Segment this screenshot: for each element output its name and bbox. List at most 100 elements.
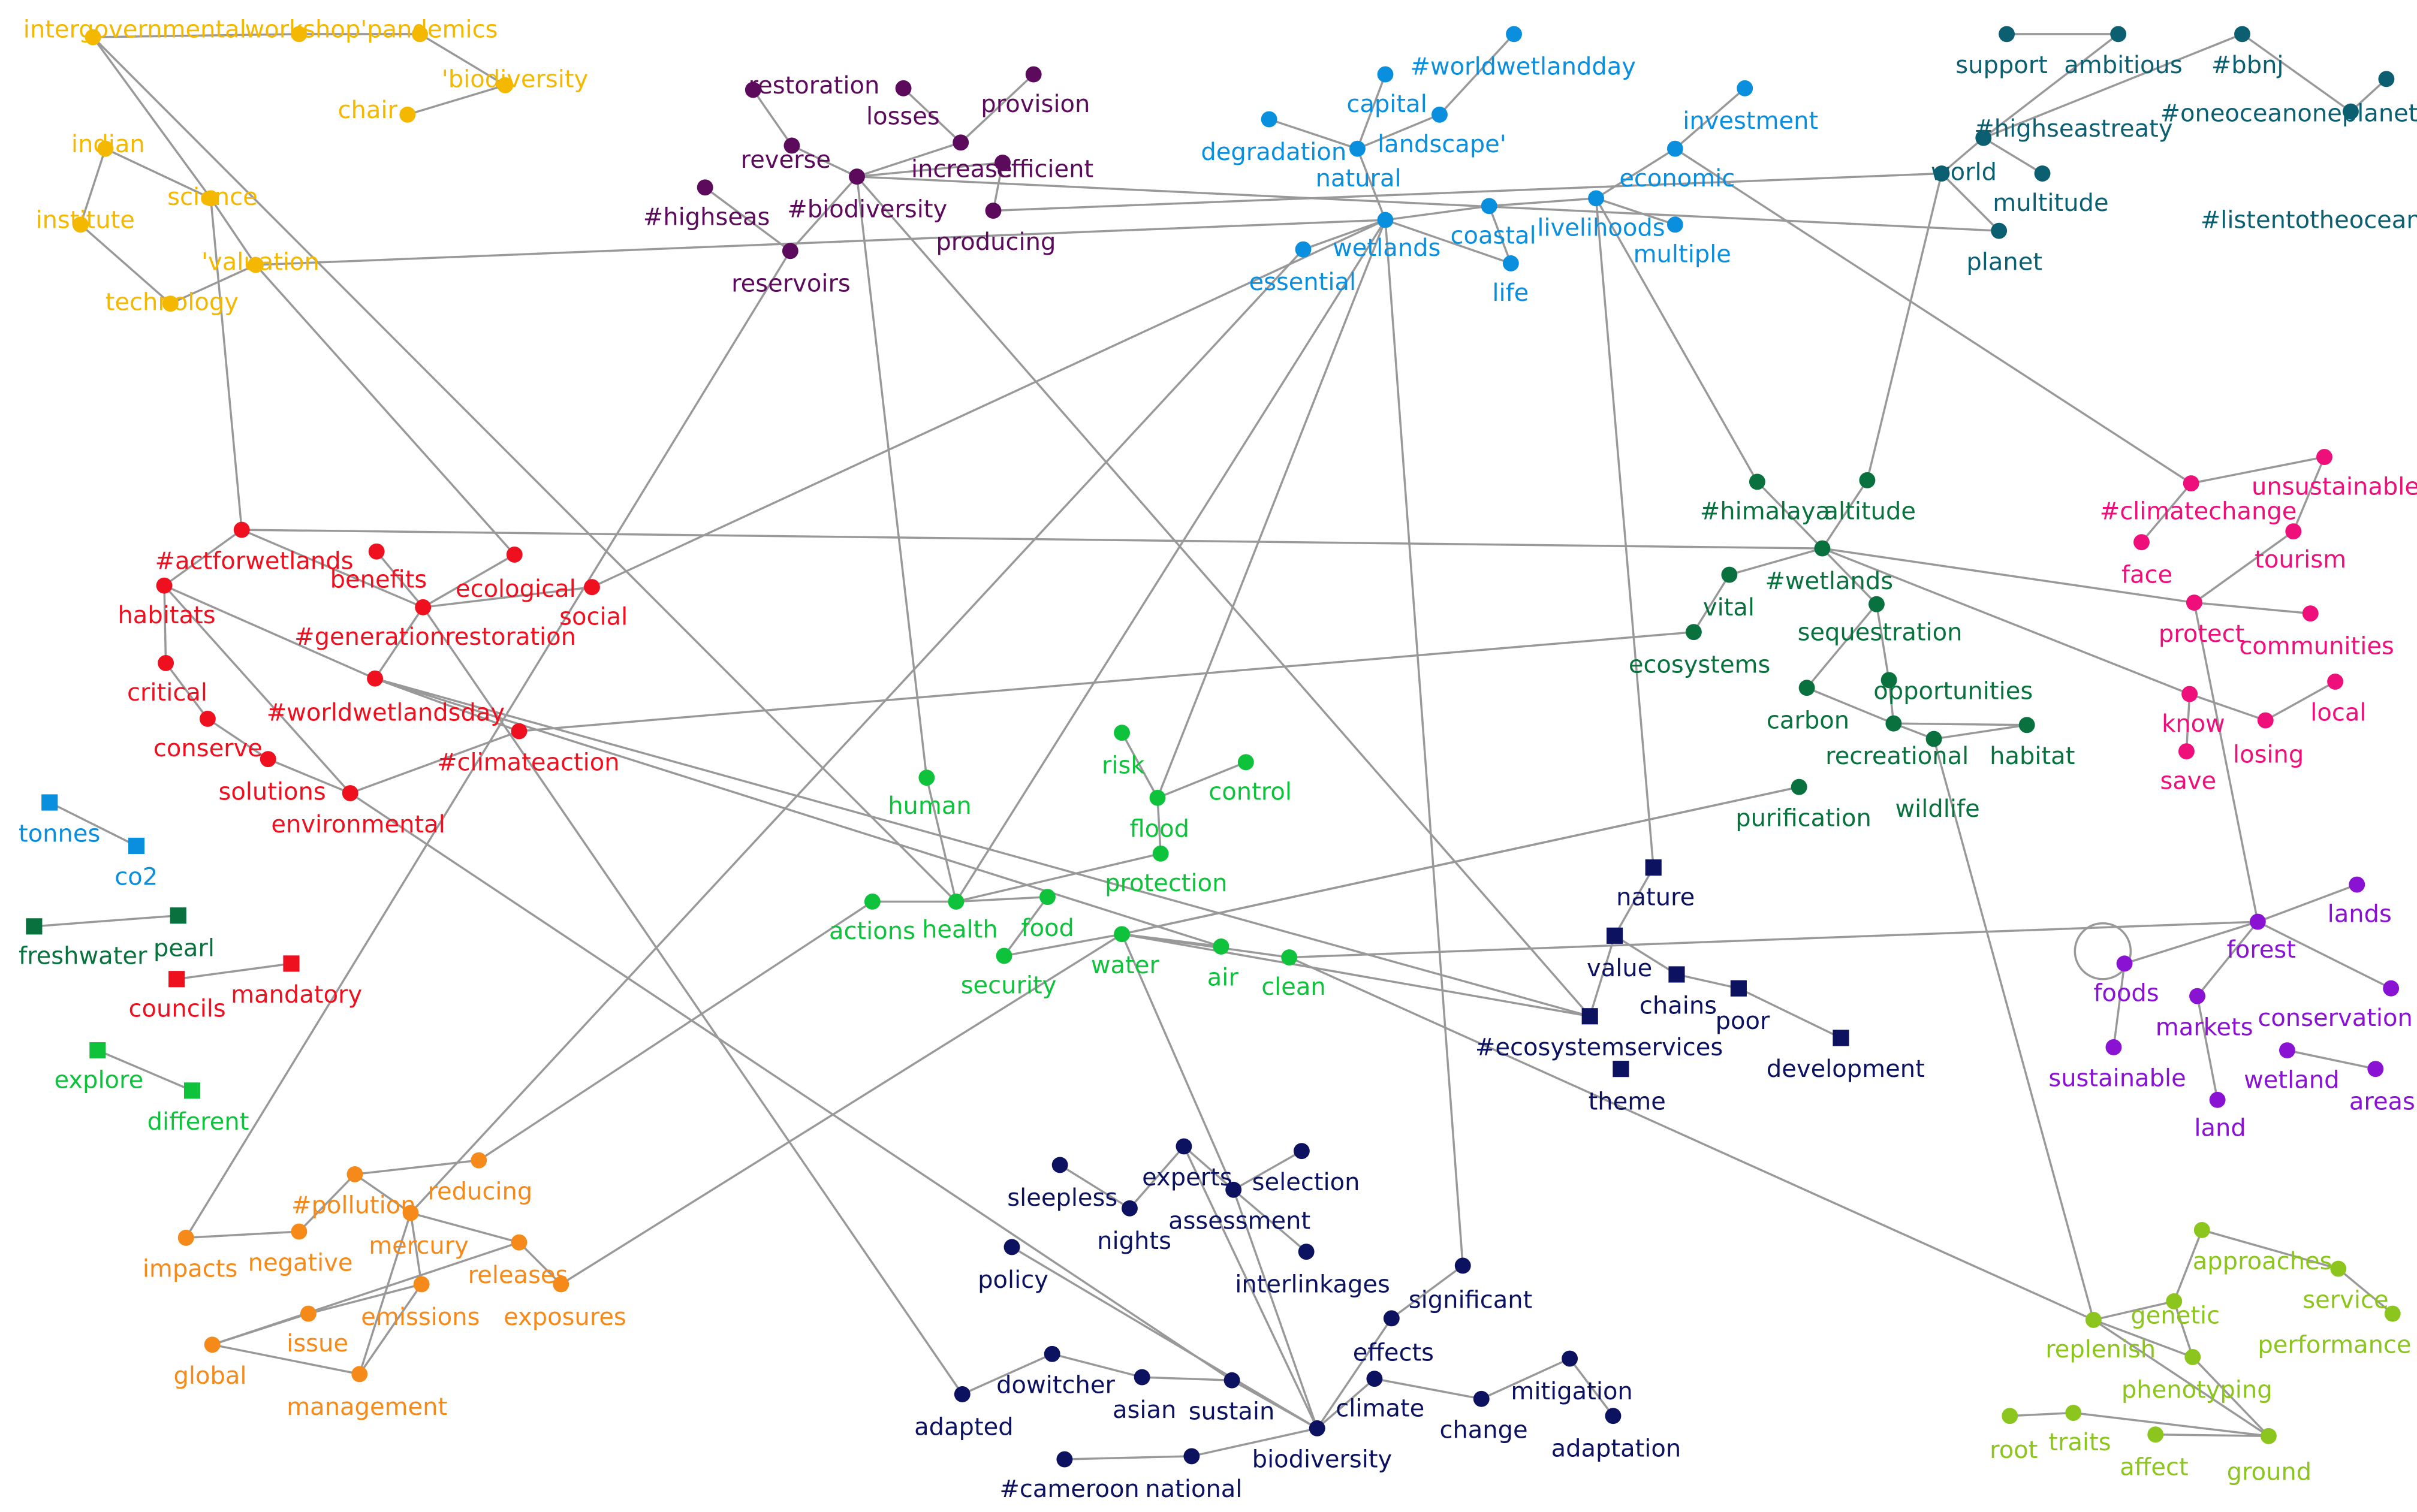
node-landscape[interactable]: landscape' [1378,106,1506,158]
node-security[interactable]: security [961,947,1057,1000]
node-wildlife[interactable]: wildlife [1895,731,1980,823]
node-mitigation[interactable]: mitigation [1511,1350,1633,1405]
node-tonnes[interactable]: tonnes [19,794,100,847]
node-air[interactable]: air [1207,938,1239,992]
node-chair[interactable]: chair [338,96,416,124]
node-purification[interactable]: purification [1735,778,1871,832]
node-value[interactable]: value [1587,927,1652,982]
node-benefits[interactable]: benefits [330,543,427,594]
node-habitats[interactable]: habitats [117,577,216,629]
node-economic[interactable]: economic [1619,140,1735,192]
node-freshwater[interactable]: freshwater [19,918,147,970]
node-root[interactable]: root [1990,1408,2038,1464]
node-life[interactable]: life [1492,255,1529,307]
node-reverse[interactable]: reverse [741,137,831,174]
node-land[interactable]: land [2194,1091,2246,1142]
node-risk[interactable]: risk [1102,725,1145,780]
node-technology[interactable]: technology [106,289,239,316]
node-affect[interactable]: affect [2120,1426,2189,1481]
node-local[interactable]: local [2310,673,2366,727]
node-vital[interactable]: vital [1703,566,1755,621]
node-worldwetlandsday[interactable]: #worldwetlandsday [267,670,505,727]
node-service[interactable]: service [2303,1260,2389,1314]
node-indian[interactable]: indian [71,131,145,158]
node-restoration[interactable]: restoration [745,72,879,99]
node-himalaya[interactable]: #himalaya [1700,473,1830,526]
node-institute[interactable]: institute [35,207,134,234]
node-coastal[interactable]: coastal [1451,198,1536,250]
node-ecological[interactable]: ecological [456,546,576,603]
node-workshop[interactable]: workshop'pandemics [245,16,498,44]
node-mandatory[interactable]: mandatory [231,955,362,1009]
node-flood[interactable]: flood [1129,789,1189,843]
node-tourism[interactable]: tourism [2255,523,2346,574]
node-areas[interactable]: areas [2349,1061,2415,1116]
node-critical[interactable]: critical [127,654,207,707]
node-degradation[interactable]: degradation [1201,111,1346,166]
node-social[interactable]: social [559,579,628,630]
node-wetlands[interactable]: wetlands [1333,212,1440,262]
node-environmental[interactable]: environmental [271,785,445,838]
node-food[interactable]: food [1021,889,1074,942]
node-provision[interactable]: provision [981,66,1090,118]
node-listentotheocean[interactable]: #listentotheocean [2201,71,2417,234]
node-ground[interactable]: ground [2227,1428,2312,1486]
node-climatechange[interactable]: #climatechange [2100,475,2297,526]
node-face[interactable]: face [2121,534,2172,589]
node-markets[interactable]: markets [2156,988,2253,1042]
node-recreational[interactable]: recreational [1825,715,1969,770]
node-water[interactable]: water [1091,926,1160,979]
node-investment[interactable]: investment [1683,80,1818,135]
node-ambitious[interactable]: ambitious [2064,26,2183,79]
node-different[interactable]: different [147,1082,249,1136]
node-generationrestoration[interactable]: #generationrestoration [294,599,576,651]
node-phenotyping[interactable]: phenotyping [2121,1349,2273,1404]
node-issue[interactable]: issue [287,1305,348,1357]
node-support[interactable]: support [1955,26,2048,79]
node-nights[interactable]: nights [1097,1200,1171,1255]
node-efficient[interactable]: efficient [994,154,1093,183]
node-interlinkages[interactable]: interlinkages [1235,1244,1390,1299]
node-development[interactable]: development [1767,1030,1925,1083]
node-approaches[interactable]: approaches [2193,1222,2332,1275]
node-altitude[interactable]: altitude [1824,472,1916,526]
node-ecosystemservices[interactable]: #ecosystemservices [1475,1008,1723,1061]
node-unsustainable[interactable]: unsustainable [2252,449,2417,500]
node-pollution[interactable]: #pollution [291,1166,416,1220]
node-policy[interactable]: policy [978,1239,1048,1294]
node-biodiversityq[interactable]: 'biodiversity [442,65,589,93]
node-asian[interactable]: asian [1113,1369,1176,1424]
node-hbiodiversity[interactable]: #biodiversity [787,168,947,224]
node-national[interactable]: national [1145,1448,1242,1503]
node-exposures[interactable]: exposures [504,1276,626,1331]
node-significant[interactable]: significant [1409,1257,1533,1314]
node-adaptation[interactable]: adaptation [1551,1408,1681,1463]
node-save[interactable]: save [2160,743,2216,795]
node-assessment[interactable]: assessment [1168,1181,1310,1235]
node-climate[interactable]: climate [1336,1371,1424,1422]
node-worldwetlandday[interactable]: #worldwetlandday [1410,26,1636,81]
node-cameroon[interactable]: #cameroon [999,1451,1140,1503]
node-traits[interactable]: traits [2048,1405,2111,1456]
node-livelihoods[interactable]: livelihoods [1537,190,1665,242]
node-natural[interactable]: natural [1316,140,1402,192]
node-increase[interactable]: increase [911,134,1012,183]
node-change[interactable]: change [1439,1390,1528,1444]
node-hwetlands[interactable]: #wetlands [1765,540,1893,595]
node-protection[interactable]: protection [1105,845,1227,897]
node-selection[interactable]: selection [1252,1143,1360,1196]
node-science[interactable]: science [167,183,258,211]
node-know[interactable]: know [2162,686,2225,738]
node-control[interactable]: control [1208,754,1292,806]
node-producing[interactable]: producing [936,203,1056,256]
node-performance[interactable]: performance [2258,1305,2412,1359]
node-planet[interactable]: planet [1966,222,2042,276]
node-poor[interactable]: poor [1716,980,1770,1035]
node-sustain[interactable]: sustain [1189,1372,1275,1426]
node-adapted[interactable]: adapted [914,1386,1014,1441]
node-actions[interactable]: actions [829,894,915,945]
node-co2[interactable]: co2 [114,837,158,891]
node-health[interactable]: health [922,894,998,944]
node-negative[interactable]: negative [248,1223,353,1277]
node-forest[interactable]: forest [2227,913,2296,964]
